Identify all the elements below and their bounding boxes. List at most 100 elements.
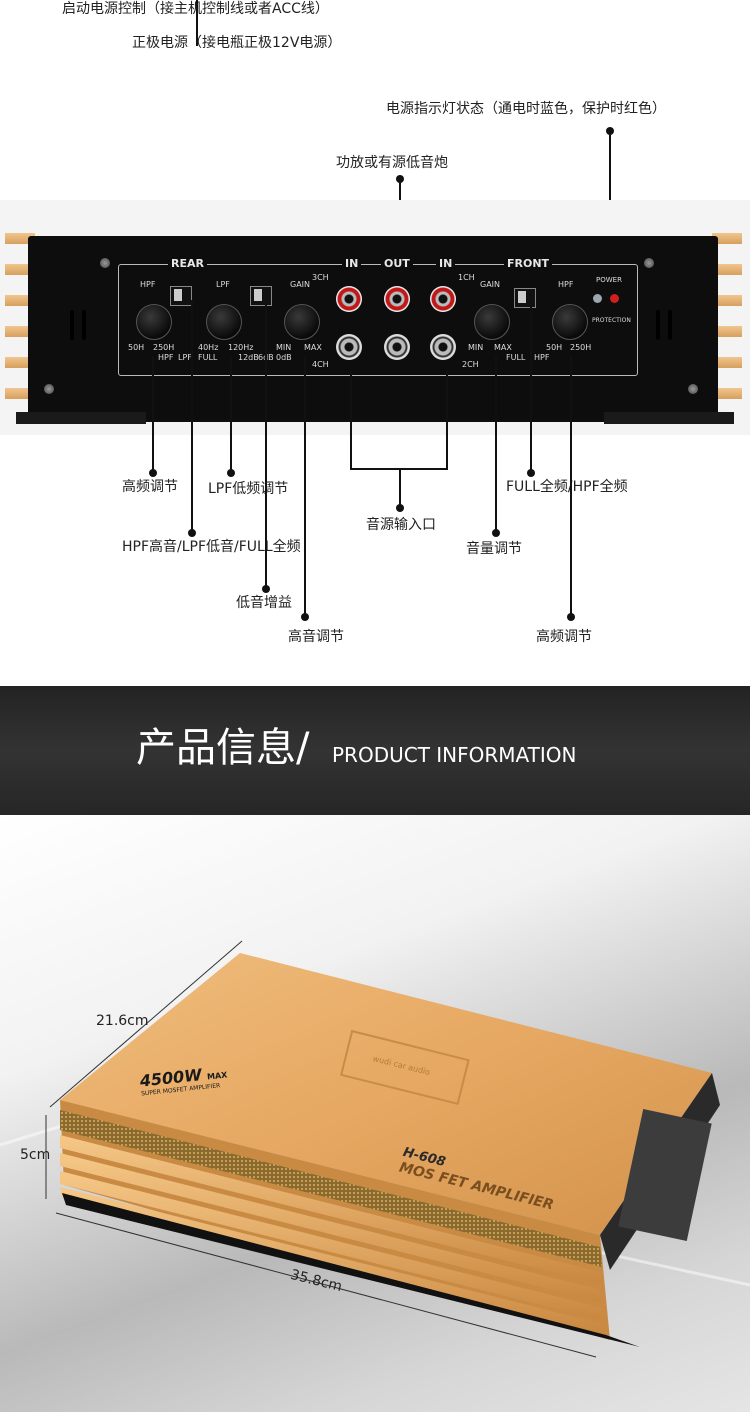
hpf-switch-right-label: HPF — [534, 353, 550, 362]
fin — [5, 264, 35, 275]
db0-label: 0dB — [276, 353, 292, 362]
rear-lpf-knob[interactable] — [206, 304, 242, 340]
fin — [712, 233, 742, 244]
sub-out-label: 功放或有源低音炮 — [336, 155, 448, 171]
fin — [712, 264, 742, 275]
leader-dot — [188, 529, 196, 537]
rca-in-1ch[interactable] — [430, 286, 456, 312]
bass-boost-switch[interactable] — [250, 286, 272, 306]
vent — [668, 310, 672, 340]
in-right-label: IN — [436, 258, 456, 269]
leader — [530, 300, 532, 474]
max-right-label: MAX — [494, 343, 512, 352]
leader — [495, 356, 497, 534]
gain-left-label: GAIN — [290, 280, 311, 289]
rca-in-4ch[interactable] — [336, 334, 362, 360]
leader-dot — [262, 585, 270, 593]
db12-label: 12dB — [238, 353, 259, 362]
power-led-label: 电源指示灯状态（通电时蓝色，保护时红色） — [386, 101, 666, 117]
rca-out-right[interactable] — [384, 334, 410, 360]
f40hz-label: 40Hz — [198, 343, 219, 352]
leader — [265, 300, 267, 590]
rca-in-2ch[interactable] — [430, 334, 456, 360]
fin — [5, 357, 35, 368]
treble-label: 高音调节 — [288, 629, 344, 645]
banner-title-cn: 产品信息/ — [136, 725, 310, 771]
screw — [644, 258, 654, 268]
lpf-switch-label: LPF — [178, 353, 192, 362]
ch2-label: 2CH — [462, 360, 479, 369]
min-left-label: MIN — [276, 343, 292, 352]
f250h-right-label: 250H — [570, 343, 592, 352]
leader-dot — [567, 613, 575, 621]
gain-right-label: GAIN — [480, 280, 501, 289]
leader-dot — [492, 529, 500, 537]
fin — [5, 388, 35, 399]
amplifier-illustration — [0, 940, 750, 1358]
power-led-text: POWER — [596, 276, 622, 284]
f50h-left-label: 50H — [128, 343, 145, 352]
front-label: FRONT — [504, 258, 553, 269]
max-left-label: MAX — [304, 343, 322, 352]
full-left-label: FULL — [198, 353, 218, 362]
lpf-adj-label: LPF低频调节 — [208, 481, 289, 497]
amplifier-panel-photo: REAR IN OUT IN FRONT 3CH 4CH 1CH 2CH HPF… — [0, 200, 750, 435]
screw — [100, 258, 110, 268]
rear-hpf-knob[interactable] — [136, 304, 172, 340]
rca-out-left[interactable] — [384, 286, 410, 312]
volume-label: 音量调节 — [466, 541, 522, 557]
fin — [5, 295, 35, 306]
protection-led-icon — [610, 294, 619, 303]
audio-in-label: 音源输入口 — [366, 517, 436, 533]
hpf-switch-left-label: HPF — [158, 353, 174, 362]
out-label: OUT — [381, 258, 413, 269]
leader — [230, 356, 232, 474]
lpf-label: LPF — [216, 280, 230, 289]
front-full-hpf-switch[interactable] — [514, 288, 536, 308]
banner-title-en: PRODUCT INFORMATION — [332, 743, 577, 767]
f250h-left-label: 250H — [153, 343, 175, 352]
leader — [570, 356, 572, 618]
screw — [688, 384, 698, 394]
product-info-banner: 产品信息/ PRODUCT INFORMATION — [0, 686, 750, 815]
fin — [5, 326, 35, 337]
front-hpf-knob[interactable] — [552, 304, 588, 340]
flange-right — [604, 412, 734, 424]
leader-dot — [527, 469, 535, 477]
dim-height-label: 5cm — [20, 1147, 51, 1163]
leader-dot — [227, 469, 235, 477]
rear-hpf-lpf-switch[interactable] — [170, 286, 192, 306]
bass-gain-label: 低音增益 — [236, 595, 292, 611]
high-freq-right-label: 高频调节 — [536, 629, 592, 645]
fin — [712, 295, 742, 306]
leader — [304, 356, 306, 618]
acc-label: 启动电源控制（接主机控制线或者ACC线） — [62, 0, 329, 18]
rear-gain-knob[interactable] — [284, 304, 320, 340]
power-max: MAX — [206, 1070, 228, 1082]
ch1-label: 1CH — [458, 273, 475, 282]
acc-leader — [196, 0, 198, 46]
product-photo: 21.6cm 5cm 35.8cm 4500W MAX SUPER MOSFET… — [0, 815, 750, 1412]
full-right-label: FULL — [506, 353, 526, 362]
min-right-label: MIN — [468, 343, 484, 352]
fin — [712, 326, 742, 337]
protection-led-text: PROTECTION — [592, 317, 631, 324]
hpf-left-label: HPF — [140, 280, 156, 289]
f50h-right-label: 50H — [546, 343, 563, 352]
front-gain-knob[interactable] — [474, 304, 510, 340]
full-hpf-label: FULL全频/HPF全频 — [506, 479, 628, 495]
leader — [152, 356, 154, 474]
fin — [712, 388, 742, 399]
ch3-label: 3CH — [312, 273, 329, 282]
fin — [712, 357, 742, 368]
plus12v-label: 正极电源（接电瓶正极12V电源） — [132, 35, 342, 51]
leader — [350, 370, 352, 470]
ch4-label: 4CH — [312, 360, 329, 369]
rca-in-3ch[interactable] — [336, 286, 362, 312]
control-panel — [118, 264, 638, 376]
vent — [82, 310, 86, 340]
vent — [70, 310, 74, 340]
flange-left — [16, 412, 146, 424]
leader-dot — [149, 469, 157, 477]
dim-depth-label: 21.6cm — [96, 1013, 149, 1029]
